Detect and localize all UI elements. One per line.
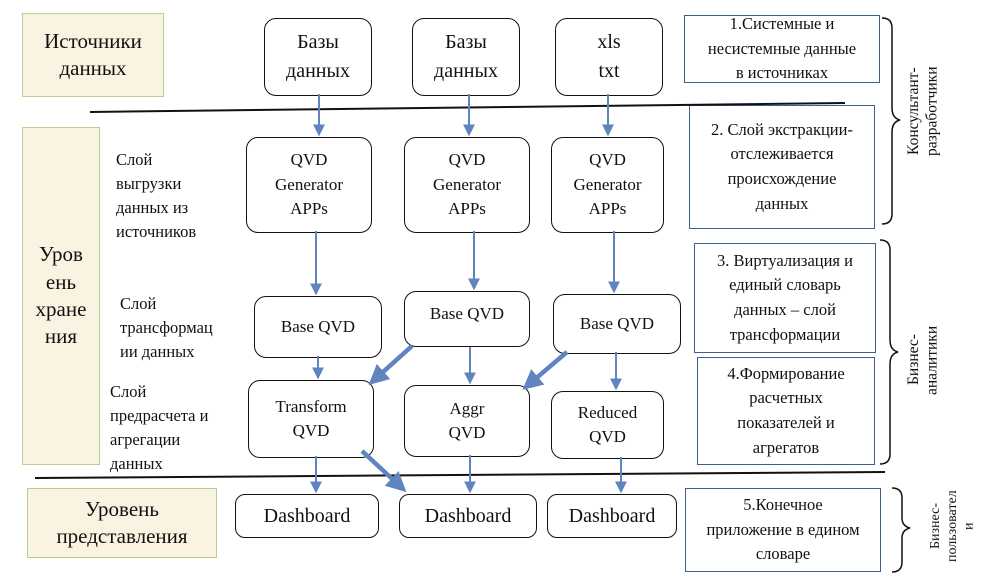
base-qvd-3: Base QVD xyxy=(553,294,681,354)
brace-users xyxy=(891,487,911,573)
reduced-qvd: Reduced QVD xyxy=(551,391,664,459)
sublayer-extract-label: Слой выгрузки данных из источников xyxy=(116,150,197,241)
role-developers: Консультант- разработчики xyxy=(905,66,941,156)
role-analysts: Бизнес- аналитики xyxy=(905,325,941,395)
note-1-source-data: 1.Системные и несистемные данные в источ… xyxy=(684,15,880,83)
source-databases-2: Базы данных xyxy=(412,18,520,96)
note-2-extraction-layer: 2. Слой экстракции- отслеживается происх… xyxy=(689,105,875,229)
level-presentation: Уровень представления xyxy=(27,488,217,558)
brace-analysts xyxy=(879,239,899,465)
level-sources: Источники данных xyxy=(22,13,164,97)
dashboard-2: Dashboard xyxy=(399,494,537,538)
dashboard-3: Dashboard xyxy=(547,494,677,538)
level-storage: Уров ень хране ния xyxy=(22,127,100,465)
base-qvd-2: Base QVD xyxy=(404,291,530,347)
sublayer-calc-label: Слой предрасчета и агрегации данных xyxy=(110,382,209,473)
note-3-transformation-layer: 3. Виртуализация и единый словарь данных… xyxy=(694,243,876,353)
qvd-generator-2: QVD Generator APPs xyxy=(404,137,530,233)
source-databases-1: Базы данных xyxy=(264,18,372,96)
arrow-base3-to-aggr xyxy=(522,350,569,390)
source-files: xls txt xyxy=(555,18,663,96)
qvd-generator-3: QVD Generator APPs xyxy=(551,137,664,233)
base-qvd-1: Base QVD xyxy=(254,296,382,358)
transform-qvd: Transform QVD xyxy=(248,380,374,458)
qvd-generator-1: QVD Generator APPs xyxy=(246,137,372,233)
brace-developers xyxy=(881,17,901,225)
sublayer-transform-label: Слой трансформац ии данных xyxy=(120,294,213,361)
aggr-qvd: Aggr QVD xyxy=(404,385,530,457)
note-4-aggregates: 4.Формирование расчетных показателей и а… xyxy=(697,357,875,465)
arrow-transform-to-dashboard2 xyxy=(360,449,407,493)
dashboard-1: Dashboard xyxy=(235,494,379,538)
note-5-final-app: 5.Конечное приложение в едином словаре xyxy=(685,488,881,572)
role-users: Бизнес- пользовател и xyxy=(928,490,977,562)
